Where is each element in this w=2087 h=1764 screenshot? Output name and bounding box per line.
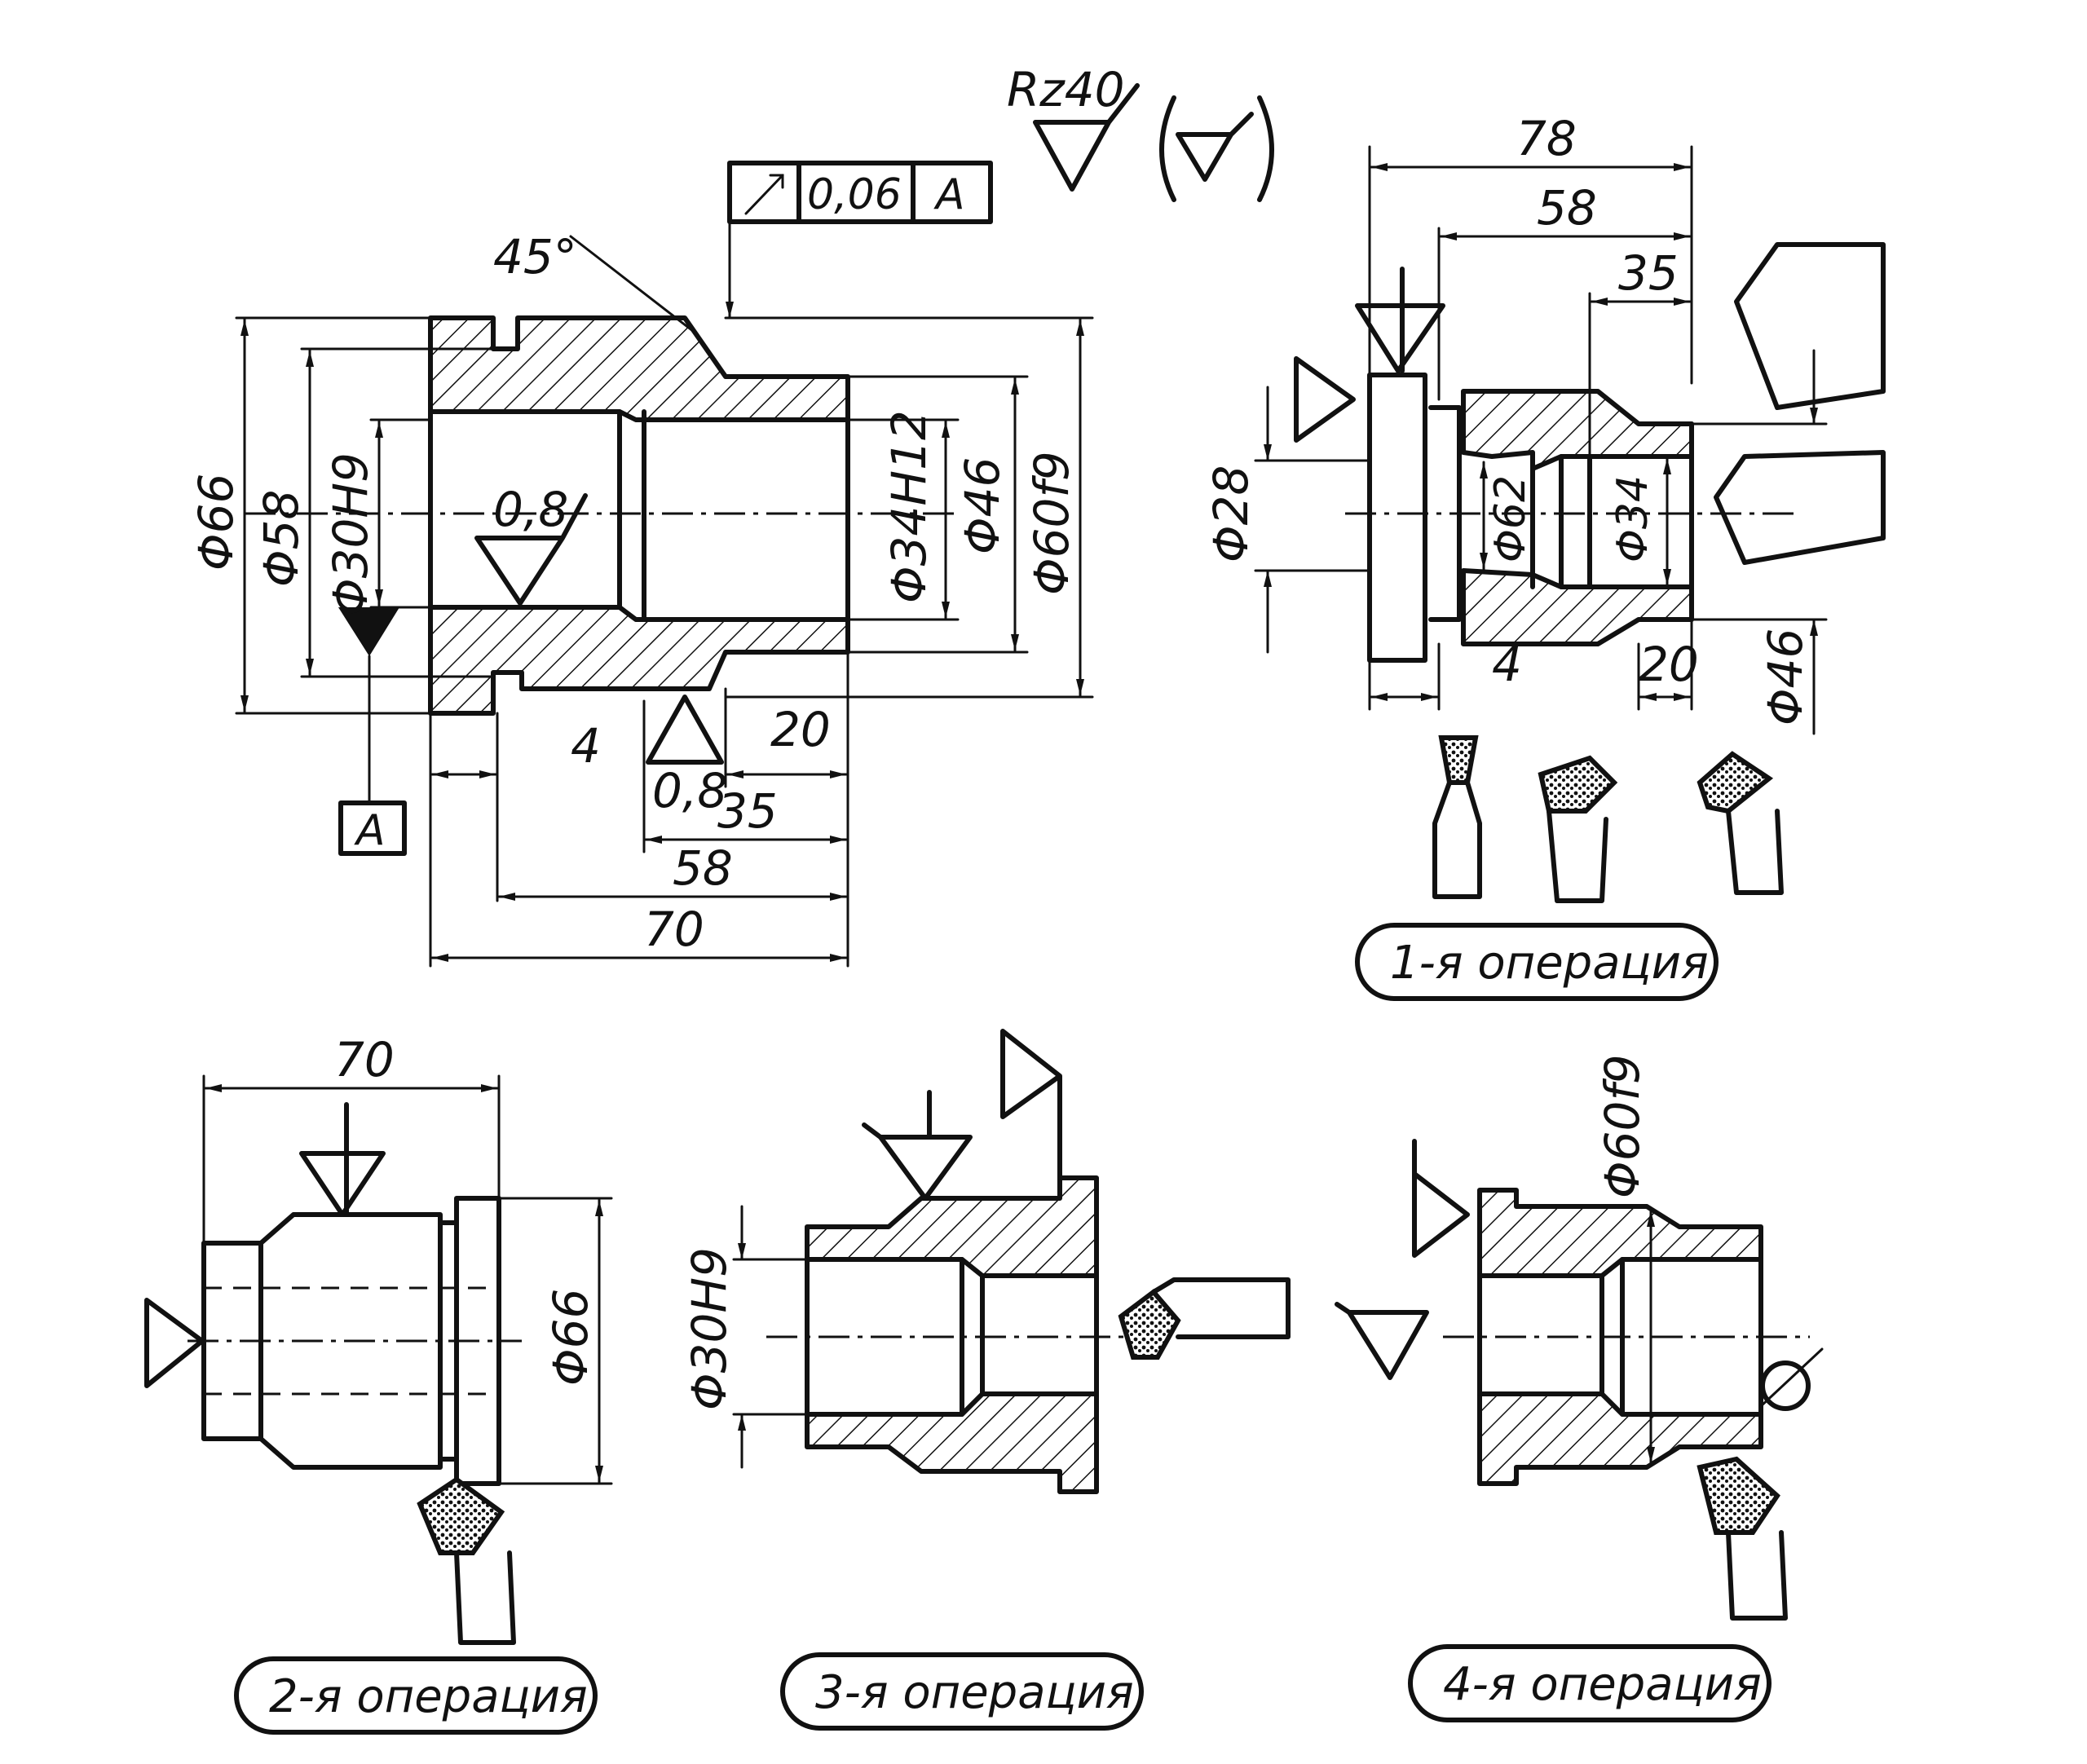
datum-box xyxy=(338,800,407,856)
op1-wall-lower xyxy=(1461,568,1694,646)
dim-total-length: 70 xyxy=(644,902,704,957)
op1-dim-d3: Φ34 xyxy=(1608,475,1657,562)
op3-dim-d1: Φ30H9 xyxy=(682,1247,737,1410)
op1-dim-l1: 78 xyxy=(1516,111,1577,166)
op4-tool-icon xyxy=(1697,1456,1780,1535)
roughness-fine-label-2: 0,8 xyxy=(652,763,727,818)
roughness-fine-symbol-2 xyxy=(646,695,724,765)
op2-roughness-left xyxy=(144,1298,205,1388)
dim-bore-length: 35 xyxy=(717,783,778,839)
op1-dim-l3: 35 xyxy=(1618,245,1679,301)
operation-4-view: Φ60f9 4-я операция xyxy=(1335,1054,1824,1722)
runout-frame: 0,06 A xyxy=(726,161,993,320)
op1-tool-boring-icon xyxy=(1697,751,1774,814)
op2-dim-l1: 70 xyxy=(334,1032,395,1087)
dim-bore-small: Φ30H9 xyxy=(323,452,378,615)
roughness-rz-label: Rz40 xyxy=(1007,62,1125,117)
dim-bore-large: Φ34H12 xyxy=(881,410,937,603)
op4-support-icon xyxy=(1760,1360,1811,1411)
op4-roughness-front xyxy=(1335,1302,1429,1380)
op1-caption-frame xyxy=(1355,923,1719,1001)
operation-3-view: Φ30H9 3-я операция xyxy=(682,1029,1291,1731)
op4-roughness-left xyxy=(1412,1139,1470,1258)
op1-cutter-icon xyxy=(1734,242,1886,410)
operation-1-view: 78 58 35 4 20 Φ28 Φ62 Φ34 Φ46 1-я операц… xyxy=(1203,111,1886,1001)
op4-caption: 4-я операция xyxy=(1443,1658,1762,1711)
roughness-other-symbol xyxy=(1159,95,1274,202)
roughness-symbol xyxy=(1033,83,1140,192)
op2-tool-icon xyxy=(417,1476,505,1555)
op1-dim-l5: 20 xyxy=(1639,637,1699,692)
op1-chuck xyxy=(1367,373,1427,663)
op2-roughness-top xyxy=(299,1102,386,1217)
op1-drill-icon xyxy=(1714,450,1886,565)
dim-groove-diameter: Φ58 xyxy=(254,490,309,587)
op4-dim-d1: Φ60f9 xyxy=(1595,1054,1650,1198)
op1-roughness-top xyxy=(1355,267,1445,373)
op1-wall-upper xyxy=(1461,389,1694,471)
op3-roughness-top xyxy=(862,1090,973,1201)
op3-caption: 3-я операция xyxy=(815,1666,1134,1719)
op3-roughness-right xyxy=(1000,1029,1062,1180)
op4-wall-lower xyxy=(1477,1391,1763,1486)
op1-caption: 1-я операция xyxy=(1390,937,1709,990)
part-wall-lower xyxy=(428,605,850,716)
op3-wall-lower xyxy=(805,1391,1099,1494)
op3-caption-frame xyxy=(780,1652,1144,1731)
op3-tool-icon xyxy=(1118,1288,1181,1360)
op4-wall-upper xyxy=(1477,1188,1763,1278)
op1-dim-d4: Φ46 xyxy=(1758,628,1813,725)
runout-arrow-icon xyxy=(744,174,784,215)
op1-tool-facing-icon xyxy=(1538,755,1618,814)
op1-dim-l2: 58 xyxy=(1537,180,1597,236)
runout-value: 0,06 xyxy=(807,170,902,219)
dim-groove-length: 4 xyxy=(571,718,601,774)
op4-caption-frame xyxy=(1408,1644,1772,1722)
dim-shoulder-length: 58 xyxy=(673,840,733,896)
part-wall-upper xyxy=(428,315,850,422)
chamfer-leader xyxy=(569,235,699,336)
op1-dim-d1: Φ28 xyxy=(1203,465,1259,562)
roughness-fine-symbol xyxy=(474,493,588,606)
op2-caption-frame xyxy=(234,1656,598,1735)
op2-dim-d1: Φ66 xyxy=(543,1289,598,1386)
op1-dim-l4: 4 xyxy=(1492,637,1522,692)
bore-outline xyxy=(428,409,850,622)
op1-tool-grooving-icon xyxy=(1438,735,1479,785)
runout-datum: A xyxy=(933,170,965,219)
roughness-fine-label-1: 0,8 xyxy=(493,482,568,537)
datum-triangle-icon xyxy=(338,607,399,656)
dim-neck-length: 20 xyxy=(770,702,831,757)
op3-wall-upper xyxy=(805,1175,1099,1278)
op1-roughness-left xyxy=(1294,356,1356,443)
op1-dim-d2: Φ62 xyxy=(1486,475,1535,562)
dim-outer-main: Φ60f9 xyxy=(1024,451,1079,595)
dim-outer-flange: Φ66 xyxy=(188,474,244,571)
op2-caption: 2-я операция xyxy=(269,1670,588,1723)
main-part-view: 45° Rz40 0,06 A 0,8 0,8 A Φ xyxy=(188,62,1274,968)
chamfer-label: 45° xyxy=(493,229,577,284)
operation-2-view: 70 Φ66 2-я операция xyxy=(144,1032,613,1735)
dim-neck: Φ46 xyxy=(955,457,1010,554)
datum-label: A xyxy=(354,806,386,855)
